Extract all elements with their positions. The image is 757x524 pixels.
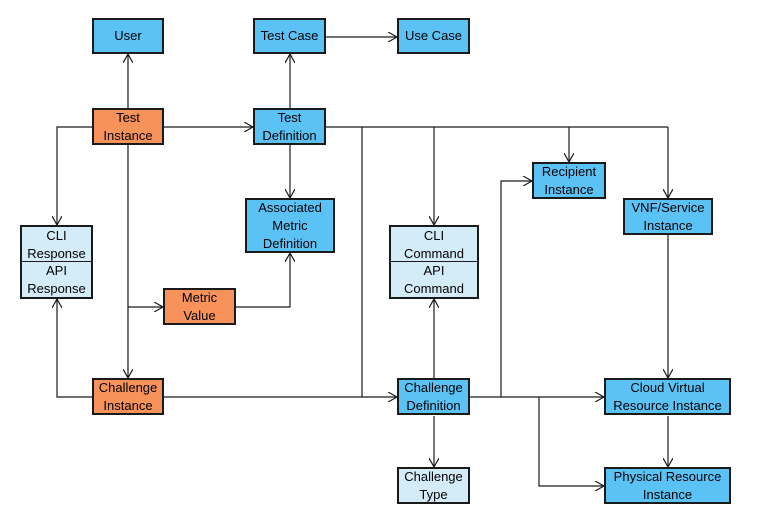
edge-branch-to-physical-resource — [538, 397, 604, 486]
node-use-case: Use Case — [397, 18, 470, 54]
node-challenge-type: Challenge Type — [397, 467, 470, 504]
edge-metric-value-to-associated-metric — [236, 253, 290, 308]
node-challenge-definition: Challenge Definition — [397, 378, 470, 415]
node-cloud-virtual-resource-instance: Cloud Virtual Resource Instance — [604, 378, 731, 415]
node-metric-value: Metric Value — [163, 288, 236, 325]
node-physical-resource-instance: Physical Resource Instance — [604, 467, 731, 504]
node-test-definition: Test Definition — [253, 108, 326, 145]
node-cli-command: CLI Command — [404, 227, 464, 261]
node-associated-metric-definition: Associated Metric Definition — [245, 198, 335, 253]
node-test-instance: Test Instance — [92, 108, 164, 145]
node-challenge-instance: Challenge Instance — [92, 378, 164, 415]
edge-challenge-instance-to-api-response — [57, 299, 92, 398]
node-recipient-instance: Recipient Instance — [532, 162, 606, 199]
node-cli-response: CLI Response — [27, 227, 86, 261]
node-cli-api-response: CLI Response API Response — [20, 225, 93, 299]
node-api-command: API Command — [391, 261, 477, 297]
node-user: User — [92, 18, 164, 54]
node-test-case: Test Case — [253, 18, 326, 54]
node-vnf-service-instance: VNF/Service Instance — [623, 198, 713, 235]
node-api-response: API Response — [22, 261, 91, 297]
node-cli-api-command: CLI Command API Command — [389, 225, 479, 299]
edge-test-instance-to-cli-response — [57, 126, 92, 225]
edge-branch-to-recipient-instance — [500, 181, 532, 397]
